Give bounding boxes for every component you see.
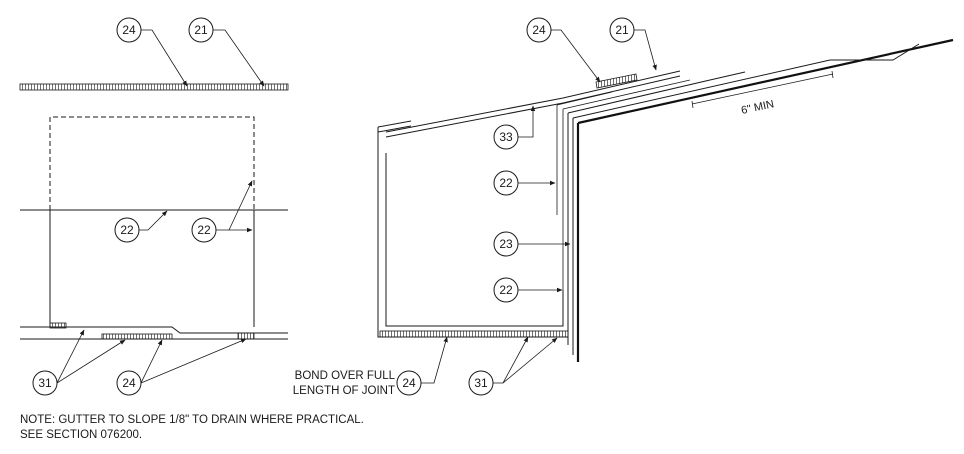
svg-text:24: 24 [122, 23, 136, 37]
right-section: 6" MIN 24 21 33 22 23 [293, 17, 954, 397]
gutter-outer [377, 127, 568, 338]
left-elevation: 24 21 22 22 31 24 [19, 17, 289, 396]
right-block [237, 332, 255, 340]
tag-33: 33 [493, 124, 519, 150]
bond-label-line-2: LENGTH OF JOINT [293, 385, 395, 397]
svg-text:24: 24 [402, 376, 416, 390]
svg-text:21: 21 [194, 23, 208, 37]
tag-24-bottom-left: 24 [116, 370, 142, 396]
svg-text:21: 21 [615, 23, 629, 37]
svg-text:31: 31 [38, 376, 52, 390]
tag-24-top-right: 24 [526, 17, 552, 43]
svg-text:22: 22 [499, 176, 513, 190]
bottom-bond-strip [379, 330, 569, 338]
svg-text:31: 31 [474, 376, 488, 390]
tag-22-right-a: 22 [493, 170, 519, 196]
tag-23: 23 [493, 231, 519, 257]
note-line-1: NOTE: GUTTER TO SLOPE 1/8" TO DRAIN WHER… [20, 414, 364, 426]
base-flashing [20, 326, 288, 334]
left-block [49, 322, 67, 329]
tag-21-top-right: 21 [609, 17, 635, 43]
tag-24-top-left: 24 [116, 17, 142, 43]
note-line-2: SEE SECTION 076200. [20, 429, 142, 441]
bottom-strip [101, 333, 173, 340]
svg-text:22: 22 [120, 223, 134, 237]
top-membrane-strip [19, 83, 289, 91]
tag-22-right-b: 22 [493, 277, 519, 303]
svg-text:6" MIN: 6" MIN [740, 98, 775, 117]
svg-text:24: 24 [532, 23, 546, 37]
bond-label-line-1: BOND OVER FULL [295, 370, 396, 382]
gutter-lip [385, 70, 681, 133]
svg-text:22: 22 [499, 283, 513, 297]
tag-24-bottom-right: 24 [396, 370, 422, 396]
tag-31-left: 31 [32, 370, 58, 396]
svg-text:24: 24 [122, 376, 136, 390]
dashed-outline [49, 116, 255, 210]
tag-21-top-left: 21 [188, 17, 214, 43]
tag-22-left-b: 22 [191, 217, 217, 243]
tag-31-right: 31 [468, 370, 494, 396]
svg-text:23: 23 [499, 237, 513, 251]
top-bond-strip [595, 73, 638, 89]
gutter-inner [385, 153, 564, 327]
svg-text:22: 22 [197, 223, 211, 237]
svg-text:33: 33 [499, 130, 513, 144]
tag-22-left-a: 22 [114, 217, 140, 243]
